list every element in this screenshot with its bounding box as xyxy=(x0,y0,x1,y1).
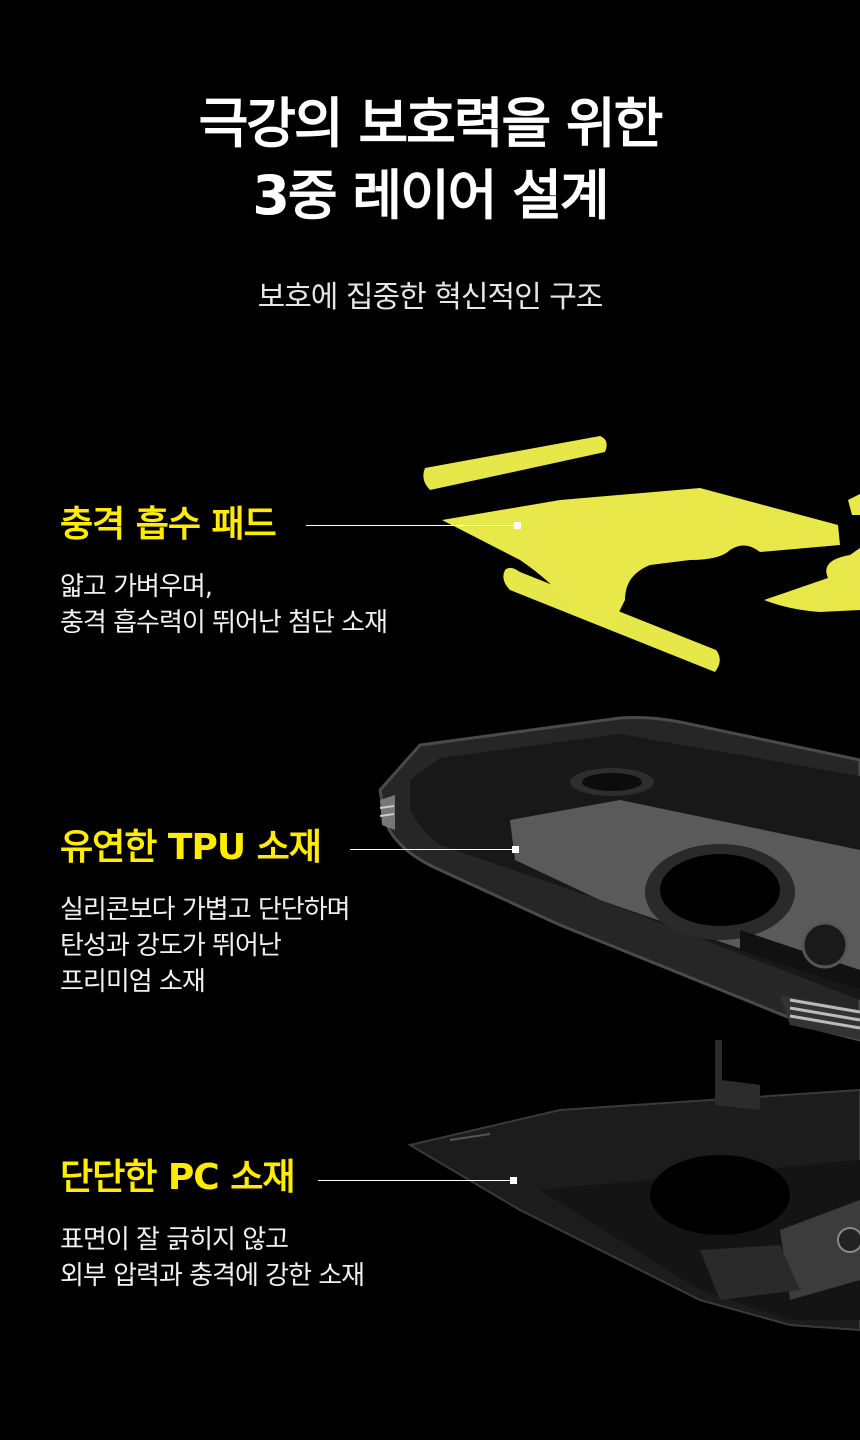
hero-subtitle: 보호에 집중한 혁신적인 구조 xyxy=(257,280,604,315)
shock-pad-layer xyxy=(423,436,860,672)
feature-description-line: 탄성과 강도가 뛰어난 xyxy=(60,931,282,961)
feature-description: 실리콘보다 가볍고 단단하며 탄성과 강도가 뛰어난 프리미엄 소재 xyxy=(60,892,351,1000)
tpu-leader-line xyxy=(350,846,519,853)
feature-title: 단단한 PC 소재 xyxy=(60,1157,295,1198)
feature-description: 표면이 잘 긁히지 않고 외부 압력과 충격에 강한 소재 xyxy=(60,1222,365,1294)
feature-pc: 단단한 PC 소재 표면이 잘 긁히지 않고 외부 압력과 충격에 강한 소재 xyxy=(60,1156,365,1294)
feature-tpu: 유연한 TPU 소재 실리콘보다 가볍고 단단하며 탄성과 강도가 뛰어난 프리… xyxy=(60,826,351,1000)
hero-title-line-2: 3중 레이어 설계 xyxy=(252,164,609,227)
shock-pad-leader-line xyxy=(306,522,521,529)
pc-leader-line xyxy=(318,1177,517,1184)
feature-description-line: 실리콘보다 가볍고 단단하며 xyxy=(60,895,351,925)
feature-description-line: 충격 흡수력이 뛰어난 첨단 소재 xyxy=(60,608,388,638)
feature-description: 얇고 가벼우며, 충격 흡수력이 뛰어난 첨단 소재 xyxy=(60,569,388,641)
feature-title: 유연한 TPU 소재 xyxy=(60,827,322,868)
pc-shell-layer xyxy=(407,1040,860,1332)
feature-description-line: 표면이 잘 긁히지 않고 xyxy=(60,1225,289,1255)
feature-title: 충격 흡수 패드 xyxy=(60,504,277,545)
hero-title: 극강의 보호력을 위한 3중 레이어 설계 xyxy=(0,88,860,232)
tpu-bumper-layer xyxy=(378,716,860,1042)
feature-shock-pad: 충격 흡수 패드 얇고 가벼우며, 충격 흡수력이 뛰어난 첨단 소재 xyxy=(60,503,388,641)
hero-title-line-1: 극강의 보호력을 위한 xyxy=(198,92,664,155)
feature-description-line: 프리미엄 소재 xyxy=(60,967,206,997)
feature-description-line: 외부 압력과 충격에 강한 소재 xyxy=(60,1261,365,1291)
feature-description-line: 얇고 가벼우며, xyxy=(60,572,213,602)
